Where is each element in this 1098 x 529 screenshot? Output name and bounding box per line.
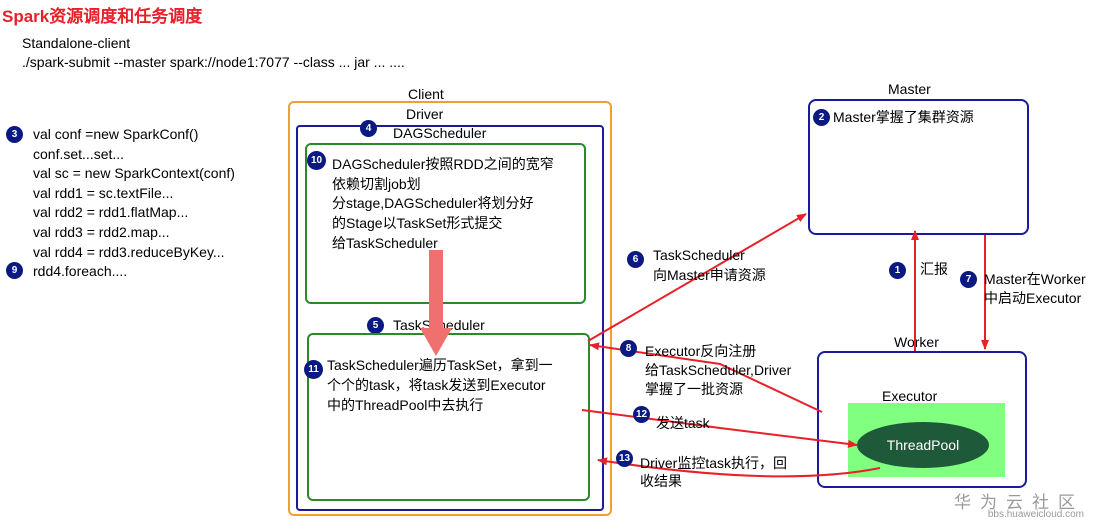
client-box	[288, 101, 612, 516]
step-5-badge: 5	[367, 317, 384, 334]
page-title: Spark资源调度和任务调度	[2, 7, 203, 26]
step-1-text: 汇报	[920, 261, 948, 277]
step-2-badge: 2	[813, 109, 830, 126]
step-8-line: 掌握了一批资源	[645, 381, 743, 397]
client-label: Client	[408, 86, 444, 102]
step-8-line: Executor反向注册	[645, 343, 757, 359]
dag-desc-line: 给TaskScheduler	[332, 235, 438, 251]
code-line: val rdd1 = sc.textFile...	[33, 185, 174, 201]
step-7-badge: 7	[960, 271, 977, 288]
step-9-badge: 9	[6, 262, 23, 279]
dag-desc-line: 分stage,DAGScheduler将划分好	[332, 195, 534, 211]
code-line: val sc = new SparkContext(conf)	[33, 165, 235, 181]
dag-desc-line: 的Stage以TaskSet形式提交	[332, 215, 503, 231]
code-line: val rdd4 = rdd3.reduceByKey...	[33, 244, 225, 260]
dag-desc-line: 依赖切割job划	[332, 176, 421, 192]
dag-scheduler-box	[305, 143, 586, 304]
master-label: Master	[888, 81, 931, 97]
deploy-mode: Standalone-client	[22, 35, 131, 51]
code-line: val rdd2 = rdd1.flatMap...	[33, 204, 189, 220]
step-7-line: 中启动Executor	[984, 290, 1082, 306]
step-6-badge: 6	[627, 251, 644, 268]
submit-command: ./spark-submit --master spark://node1:70…	[22, 54, 405, 70]
code-line: val conf =new SparkConf()	[33, 126, 199, 142]
executor-label: Executor	[882, 388, 938, 404]
step-11-badge: 11	[304, 360, 323, 379]
step-8-line: 给TaskScheduler,Driver	[645, 362, 792, 378]
step-6-line: TaskScheduler	[653, 247, 745, 263]
driver-label: Driver	[406, 106, 444, 122]
threadpool: ThreadPool	[857, 422, 989, 468]
step-6-line: 向Master申请资源	[653, 267, 766, 283]
step-3-badge: 3	[6, 126, 23, 143]
worker-label: Worker	[894, 334, 939, 350]
ts-desc-line: TaskScheduler遍历TaskSet，拿到一	[327, 357, 553, 373]
step-13-line: 收结果	[640, 473, 682, 489]
watermark-brand: 华为云社区	[954, 493, 1084, 512]
master-desc: Master掌握了集群资源	[833, 109, 974, 125]
worker-box	[817, 351, 1027, 488]
step-10-badge: 10	[307, 151, 326, 170]
arrow-send-task	[581, 409, 858, 448]
step-12-badge: 12	[633, 406, 650, 423]
ts-desc-line: 中的ThreadPool中去执行	[327, 397, 484, 413]
step-13-badge: 13	[616, 450, 633, 467]
code-line: conf.set...set...	[33, 146, 125, 162]
watermark-url: bbs.huaweicloud.com	[987, 509, 1084, 520]
arrow-request-resources	[587, 213, 807, 342]
step-12-text: 发送task	[656, 415, 710, 431]
step-8-badge: 8	[620, 340, 637, 357]
arrow-monitor	[597, 457, 881, 478]
step-4-badge: 4	[360, 120, 377, 137]
step-1-badge: 1	[889, 262, 906, 279]
dag-scheduler-label: DAGScheduler	[393, 125, 487, 141]
dag-to-task-arrow	[420, 250, 452, 356]
code-line: val rdd3 = rdd2.map...	[33, 224, 170, 240]
code-line: rdd4.foreach....	[33, 263, 128, 279]
dag-desc-line: DAGScheduler按照RDD之间的宽窄	[332, 156, 554, 172]
step-13-line: Driver监控task执行，回	[640, 455, 788, 471]
ts-desc-line: 个个的task，将task发送到Executor	[327, 377, 546, 393]
driver-box	[296, 125, 604, 511]
step-7-line: Master在Worker	[984, 271, 1086, 287]
